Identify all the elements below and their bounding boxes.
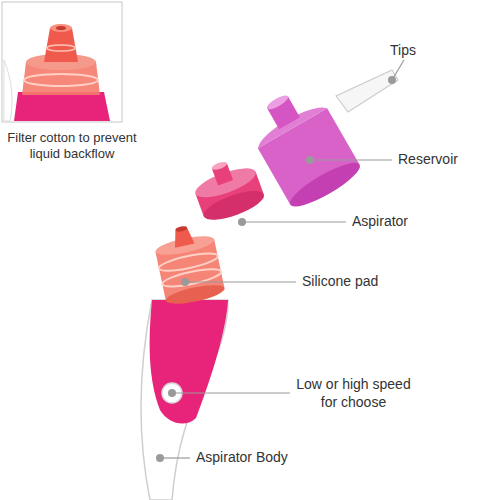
- reservoir-bottom: [285, 156, 364, 213]
- inset-body: [4, 60, 12, 121]
- leader-line: [185, 281, 296, 282]
- leader-line: [160, 457, 190, 458]
- leader-dot: [181, 278, 189, 286]
- inset-nozzle-top: [50, 24, 72, 32]
- part-label: Aspirator Body: [196, 449, 288, 467]
- aspirator-body: [141, 300, 228, 500]
- inset-caption: Filter cotton to prevent liquid backflow: [2, 130, 142, 163]
- pad-rib: [161, 266, 222, 290]
- inset-nozzle: [44, 28, 78, 62]
- part-label: Tips: [390, 42, 416, 60]
- part-label: Reservoir: [398, 151, 458, 169]
- leader-dot: [238, 218, 246, 226]
- part-label: Low or high speed for choose: [296, 376, 411, 411]
- disc-nozzle-top: [211, 160, 228, 171]
- pad-bottom: [164, 281, 226, 307]
- aspirator-disc: [188, 152, 267, 226]
- pad-rib: [158, 250, 219, 274]
- leader-dot: [306, 156, 314, 164]
- reservoir-neck-top: [265, 93, 290, 112]
- inset-detail: [2, 2, 122, 122]
- silicone-pad: [151, 220, 226, 307]
- inset-frame: [2, 2, 122, 122]
- leader-line: [242, 221, 346, 222]
- inset-nozzle-hole: [56, 26, 66, 30]
- leader-line: [172, 392, 290, 393]
- disc-top: [192, 162, 259, 203]
- nasal-tip: [336, 70, 398, 112]
- part-label: Silicone pad: [302, 273, 378, 291]
- inset-rib: [24, 74, 98, 86]
- leader-dot: [388, 76, 396, 84]
- body-pink-band: [150, 300, 228, 424]
- inset-collar: [14, 92, 110, 121]
- leader-dot: [156, 454, 164, 462]
- leader-dot: [168, 389, 176, 397]
- inset-filter-ring: [47, 45, 75, 51]
- leader-line: [310, 159, 392, 160]
- part-label: Aspirator: [352, 213, 408, 231]
- pad-nozzle-top: [175, 225, 188, 232]
